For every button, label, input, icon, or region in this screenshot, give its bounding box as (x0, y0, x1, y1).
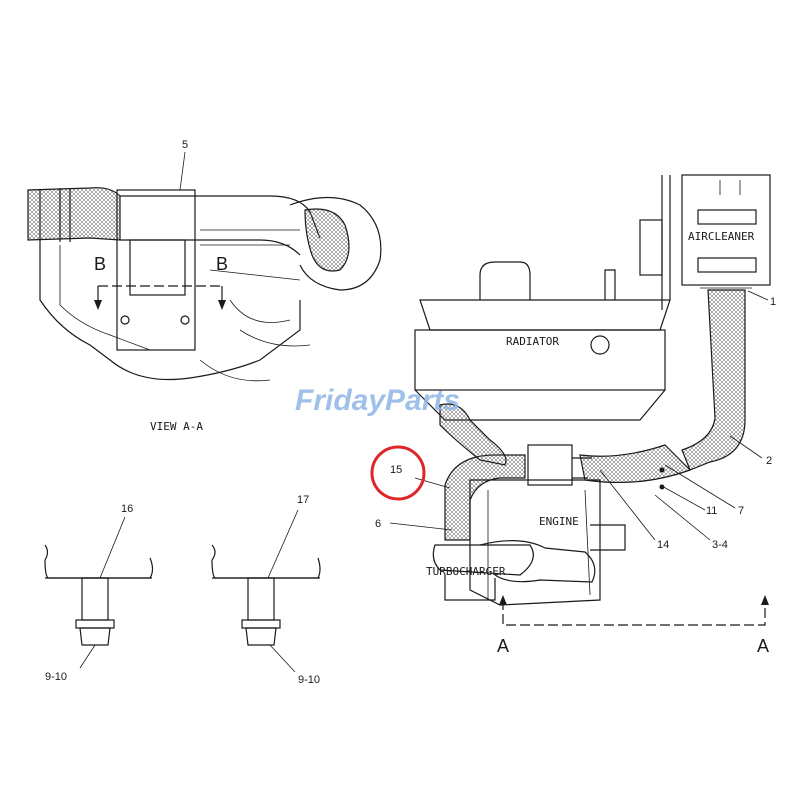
callout-14: 14 (657, 539, 669, 551)
label-aircleaner: AIRCLEANER (688, 230, 755, 243)
watermark-logo: FridayParts (295, 384, 460, 417)
detail-16: 16 9-10 (44, 503, 154, 683)
view-label: VIEW A-A (150, 420, 203, 433)
callout-11: 11 (706, 505, 717, 517)
view-a-a-drawing: B B 5 VIEW A-A (27, 139, 382, 433)
callout-15: 15 (390, 464, 402, 476)
callout-6: 6 (375, 518, 381, 530)
callout-1: 1 (770, 296, 776, 308)
label-radiator: RADIATOR (506, 335, 559, 348)
highlight-circle (370, 445, 426, 501)
section-label-a-left: A (497, 636, 509, 656)
callout-5: 5 (182, 139, 188, 151)
label-engine: ENGINE (539, 515, 579, 528)
section-label-b-left: B (94, 254, 106, 274)
detail-17: 17 9-10 (211, 494, 321, 686)
callout-3-4: 3-4 (712, 539, 728, 551)
callout-17: 17 (297, 494, 309, 506)
section-label-a-right: A (757, 636, 769, 656)
section-label-b-right: B (216, 254, 228, 274)
callout-9-10-left: 9-10 (45, 671, 67, 683)
label-turbocharger: TURBOCHARGER (426, 565, 506, 578)
engine-assembly-drawing: AIRCLEANER RADIATOR ENGINE TURBOCHARGER (370, 174, 776, 656)
callout-2: 2 (766, 455, 772, 467)
callout-7: 7 (738, 505, 744, 517)
callout-9-10-right: 9-10 (298, 674, 320, 686)
callout-16: 16 (121, 503, 133, 515)
